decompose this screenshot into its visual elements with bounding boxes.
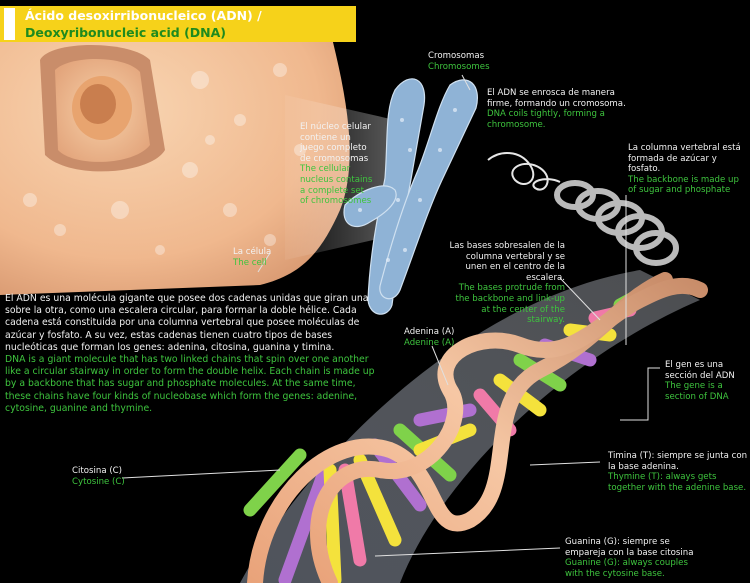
chromosome <box>343 78 478 315</box>
title-spanish: Ácido desoxirribonucleico (ADN) / <box>25 8 262 23</box>
backbone-strands <box>247 272 708 583</box>
label-nucleus: El núcleo celular contiene un juego comp… <box>300 122 373 207</box>
chromosome-texture <box>358 108 457 262</box>
label-bases: Las bases sobresalen de la columna verte… <box>449 241 565 326</box>
label-dna-coils: El ADN se enrosca de manera firme, forma… <box>487 88 626 130</box>
dna-coil <box>487 152 561 191</box>
pointer-lines <box>121 74 660 557</box>
label-thymine: Timina (T): siempre se junta con la base… <box>608 451 748 493</box>
title-english: Deoxyribonucleic acid (DNA) <box>25 25 227 40</box>
supercoil <box>554 180 679 266</box>
title-bar: Ácido desoxirribonucleico (ADN) / Deoxyr… <box>0 6 356 42</box>
label-cell: La célula The cell <box>233 247 272 268</box>
label-adenine: Adenina (A) Adenine (A) <box>404 327 455 348</box>
main-description: El ADN es una molécula gigante que posee… <box>5 293 375 414</box>
title-marker <box>4 8 15 40</box>
label-backbone: La columna vertebral está formada de azú… <box>628 143 741 196</box>
label-cytosine: Citosina (C) Cytosine (C) <box>72 466 125 487</box>
label-chromosomes: Cromosomas Chromosomes <box>428 51 490 72</box>
label-gene: El gen es una sección del ADN The gene i… <box>665 360 735 402</box>
label-guanine: Guanina (G): siempre se empareja con la … <box>565 537 694 579</box>
